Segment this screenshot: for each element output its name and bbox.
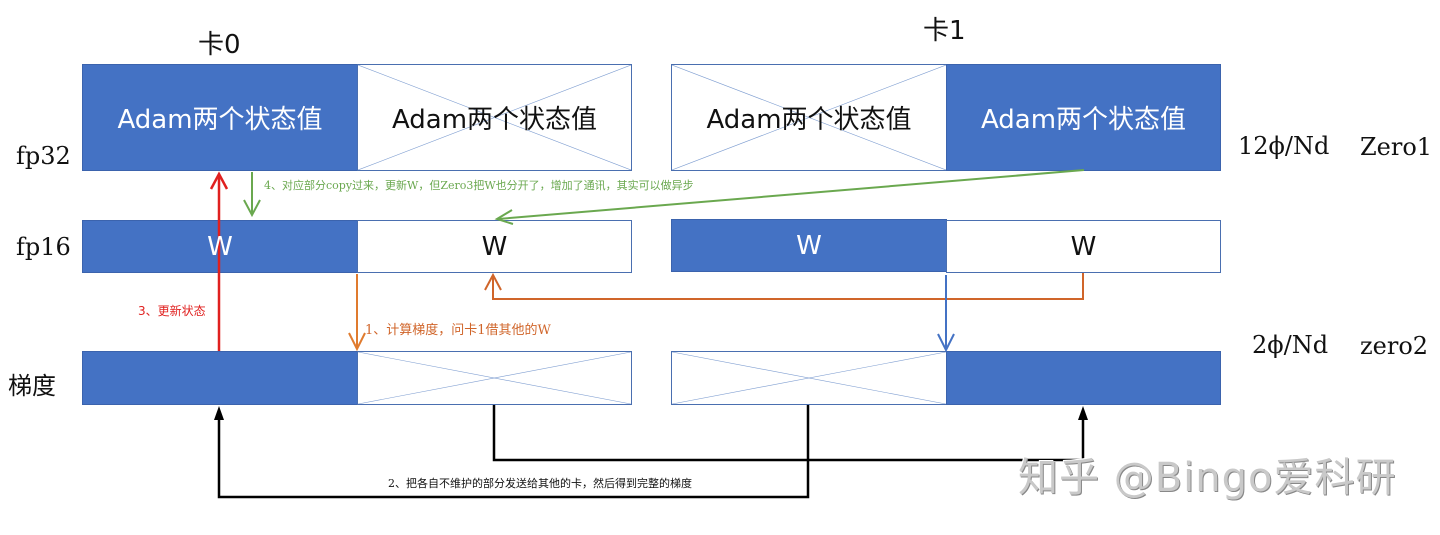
zero1-memory-formula: 12ϕ/Nd	[1238, 132, 1330, 160]
zero2-label: zero2	[1360, 332, 1429, 360]
grad-card0-other-block	[357, 351, 632, 405]
fp16-card1-other-block: W	[946, 220, 1221, 273]
fp32-card1-other-block: Adam两个状态值	[671, 64, 947, 171]
step2-annotation: 2、把各自不维护的部分发送给其他的卡，然后得到完整的梯度	[388, 477, 692, 490]
cross-mark	[672, 65, 946, 170]
zero2-memory-formula: 2ϕ/Nd	[1252, 331, 1329, 359]
borrow-w-arrow	[484, 272, 1084, 300]
grad-card1-own-block	[946, 351, 1221, 405]
step4-cross-card-arrow	[494, 169, 1085, 225]
fp16-card0-other-block: W	[357, 220, 632, 273]
step4-annotation: 4、对应部分copy过来，更新W，但Zero3把W也分开了，增加了通讯，其实可以…	[264, 179, 694, 192]
block-label: W	[207, 231, 233, 262]
card1-title: 卡1	[923, 16, 966, 46]
fp16-card1-own-block: W	[671, 219, 947, 272]
step1-compute-arrow	[348, 274, 366, 352]
block-label: W	[796, 230, 822, 261]
step4-copy-arrow	[243, 172, 261, 218]
reduce-to-card0-arrow	[214, 405, 810, 499]
step3-annotation: 3、更新状态	[138, 304, 206, 318]
cross-mark	[358, 65, 631, 170]
cross-mark	[358, 352, 631, 404]
block-label: Adam两个状态值	[117, 105, 323, 135]
cross-mark	[672, 352, 946, 404]
zero1-label: Zero1	[1360, 133, 1433, 161]
fp32-card0-own-block: Adam两个状态值	[82, 64, 358, 171]
fp32-card0-other-block: Adam两个状态值	[357, 64, 632, 171]
grad-card1-other-block	[671, 351, 947, 405]
reduce-to-card1-arrow	[492, 405, 1088, 462]
watermark: 知乎 @Bingo爱科研	[1018, 455, 1397, 501]
block-label: Adam两个状态值	[391, 105, 598, 135]
card1-compute-arrow	[937, 275, 955, 353]
block-label: Adam两个状态值	[980, 105, 1187, 135]
card0-title: 卡0	[198, 30, 241, 60]
step1-annotation: 1、计算梯度，问卡1借其他的W	[365, 323, 551, 338]
grad-card0-own-block	[82, 351, 358, 405]
row-label-fp16: fp16	[16, 233, 71, 261]
step3-update-arrow	[209, 171, 229, 351]
row-label-fp32: fp32	[16, 142, 71, 170]
row-label-gradient: 梯度	[8, 372, 56, 400]
block-label: W	[481, 231, 508, 262]
block-label: Adam两个状态值	[706, 105, 912, 135]
block-label: W	[1070, 231, 1097, 262]
